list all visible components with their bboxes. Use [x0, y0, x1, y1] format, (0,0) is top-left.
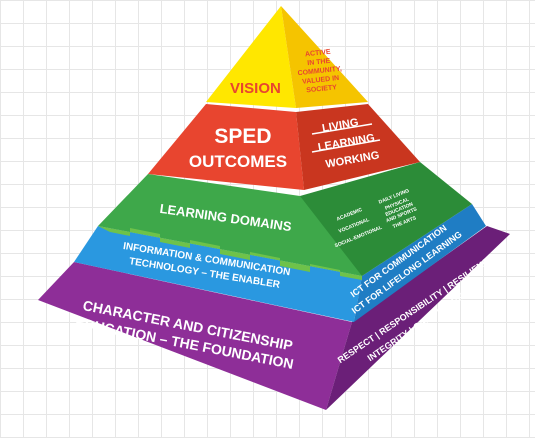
vision-desc-line-2: IN THE — [307, 58, 331, 67]
sped-front-face — [148, 104, 304, 190]
ict-layer — [74, 204, 486, 322]
vision-desc-line-1: ACTIVE — [305, 49, 332, 59]
vision-front-face — [206, 6, 296, 108]
foundation-side-face — [326, 226, 510, 410]
vision-side-face — [281, 6, 368, 108]
vision-desc-line-3: COMMUNITY, — [297, 66, 342, 78]
sped-side-divider-1 — [311, 123, 373, 135]
sped-layer — [148, 104, 420, 190]
vision-desc-group: ACTIVE IN THE COMMUNITY, VALUED IN SOCIE… — [297, 49, 342, 95]
vision-layer — [206, 6, 368, 108]
learning-layer — [98, 162, 472, 280]
foundation-layer — [38, 226, 510, 410]
foundation-front-face — [38, 262, 352, 410]
learning-front-face — [98, 174, 362, 276]
ict-side-face — [354, 204, 486, 322]
sped-side-divider-2 — [311, 139, 381, 153]
sped-side-face — [296, 104, 420, 190]
ict-front-face — [74, 226, 362, 322]
sped-title-line-1: SPED — [214, 125, 271, 148]
vision-title: VISION — [230, 80, 281, 97]
learning-puzzle-edge — [98, 226, 362, 280]
sped-title-line-2: OUTCOMES — [189, 152, 287, 171]
vision-desc-line-5: SOCIETY — [306, 84, 338, 94]
learning-side-face — [300, 162, 472, 276]
vision-desc-line-4: VALUED IN — [302, 75, 340, 86]
